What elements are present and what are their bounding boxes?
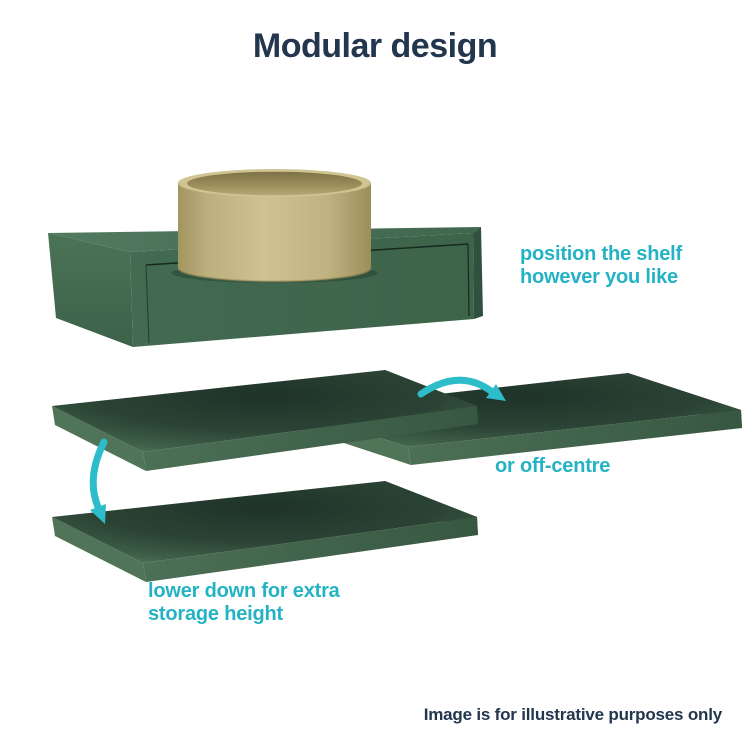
annotation-position-shelf: position the shelf however you like — [520, 243, 682, 288]
page-title: Modular design — [252, 27, 498, 65]
shelf-lowered-top — [52, 481, 477, 563]
curved-down-arrow-icon — [89, 438, 108, 524]
countertop-basin — [171, 169, 378, 283]
shelf-upper-front — [143, 406, 478, 471]
basin-interior — [187, 171, 362, 196]
curved-right-arrow-icon — [417, 376, 506, 401]
shelf-lowered — [52, 481, 478, 582]
shelf-upper-top — [52, 370, 477, 452]
annotation-off-centre: or off-centre — [495, 455, 611, 477]
disclaimer-note: Image is for illustrative purposes only — [423, 705, 722, 724]
shelf-off-centre-front — [408, 410, 742, 465]
annotation-lower-down: lower down for extra storage height — [148, 580, 340, 625]
shelf-upper — [52, 370, 478, 471]
shelf-lowered-front — [143, 517, 478, 582]
basin-body — [178, 183, 371, 282]
vanity-left-face — [48, 233, 133, 347]
vanity-right-face — [473, 227, 483, 319]
